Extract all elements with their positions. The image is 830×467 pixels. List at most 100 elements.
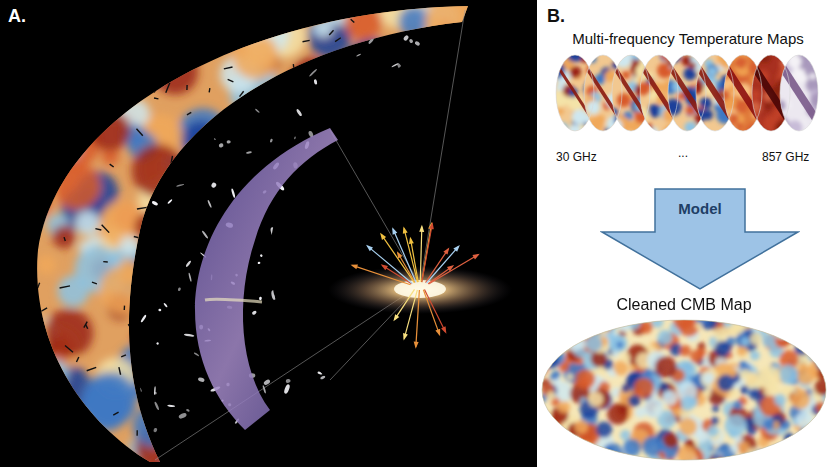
map-blob — [649, 127, 658, 136]
galaxy — [432, 9, 444, 18]
cmb-blob — [571, 447, 581, 457]
cmb-blob — [361, 89, 379, 107]
galaxy — [209, 20, 215, 26]
cmb-blob — [132, 406, 172, 446]
galaxy — [380, 158, 385, 165]
galaxy — [445, 439, 448, 446]
galaxy — [309, 68, 318, 77]
cmb-blob — [155, 223, 180, 248]
cmb-blob — [89, 235, 101, 247]
model-arrow: Model — [600, 188, 800, 290]
cmb-blob — [146, 66, 163, 83]
cmb-blob — [811, 327, 830, 347]
cmb-blob — [748, 450, 769, 467]
cmb-blob — [54, 163, 101, 210]
cmb-blob — [534, 414, 548, 428]
cmb-blob — [588, 392, 603, 407]
cmb-blob — [784, 319, 791, 326]
map-blob — [690, 62, 696, 68]
emission-arrow — [380, 233, 414, 283]
cmb-blob — [559, 453, 569, 463]
cmb-blob — [580, 451, 602, 467]
cmb-blob — [579, 319, 588, 328]
galaxy — [321, 318, 326, 327]
galaxy — [330, 399, 335, 410]
map-blob — [567, 47, 583, 63]
polarization-dash — [295, 242, 300, 243]
galaxy — [426, 132, 435, 140]
polarization-dash — [73, 152, 78, 154]
polarization-dash — [135, 262, 138, 267]
polarization-dash — [59, 69, 60, 79]
cmb-blob — [319, 314, 366, 361]
polarization-dash — [283, 221, 292, 225]
cmb-blob — [803, 456, 811, 464]
galaxy — [317, 315, 322, 320]
galaxy — [329, 271, 335, 277]
cmb-blob — [651, 316, 663, 328]
polarization-dash — [37, 412, 40, 418]
map-blob — [665, 98, 682, 115]
cmb-blob — [45, 46, 95, 96]
polarization-dash — [124, 306, 126, 310]
cmb-blob — [412, 66, 449, 103]
galaxy — [368, 320, 375, 328]
cmb-blob — [410, 224, 449, 263]
frequency-map — [774, 46, 828, 136]
cmb-blob — [799, 426, 817, 444]
polarization-dash — [31, 209, 34, 218]
emission-arrow — [414, 290, 420, 349]
galaxy — [428, 104, 438, 113]
cmb-blob — [690, 349, 704, 363]
galaxy — [185, 260, 191, 267]
polarization-dash — [322, 314, 329, 321]
cmb-blob — [812, 324, 825, 337]
galaxy — [140, 314, 147, 323]
galaxy — [414, 41, 420, 47]
polarization-dash — [65, 345, 73, 352]
polarization-dash — [76, 415, 83, 417]
galaxy — [183, 457, 188, 462]
arrow-shaft — [427, 246, 459, 283]
cmb-blob — [595, 327, 601, 333]
cmb-blob — [23, 432, 46, 455]
galaxy — [391, 63, 398, 68]
polarization-dash — [320, 210, 326, 213]
cmb-blob — [810, 455, 822, 467]
cmb-blob — [467, 132, 480, 145]
cmb-blob — [815, 447, 827, 459]
polarization-dash — [436, 204, 442, 207]
cmb-blob — [798, 442, 819, 463]
cmb-blob — [786, 327, 801, 342]
cmb-blob — [713, 327, 726, 340]
cmb-blob — [414, 147, 438, 171]
cmb-blob — [820, 437, 830, 452]
map-blob — [614, 50, 632, 68]
cmb-blob — [120, 235, 139, 254]
cmb-blob — [355, 445, 385, 467]
polarization-dash — [442, 320, 448, 324]
galaxy — [328, 28, 336, 39]
polarization-dash — [400, 429, 410, 431]
cmb-blob — [588, 449, 599, 460]
frequency-map — [688, 50, 737, 134]
cmb-blob — [655, 356, 677, 378]
arrow-label: Model — [600, 200, 800, 217]
polarization-dash — [375, 121, 382, 123]
cmb-blob — [561, 328, 575, 342]
cmb-blob — [550, 373, 557, 380]
galaxy — [301, 238, 311, 243]
galaxy — [306, 165, 310, 175]
galaxy — [330, 268, 335, 273]
cmb-blob — [402, 77, 453, 128]
cmb-blob — [164, 4, 188, 28]
cmb-blob — [594, 311, 609, 326]
polarization-dash — [312, 369, 318, 376]
map-blob — [630, 48, 642, 60]
cmb-blob — [8, 185, 48, 225]
galaxy — [216, 35, 222, 40]
map-blob — [735, 56, 747, 68]
map-blob — [586, 53, 592, 59]
polarization-dash — [92, 282, 97, 284]
polarization-dash — [60, 448, 62, 456]
